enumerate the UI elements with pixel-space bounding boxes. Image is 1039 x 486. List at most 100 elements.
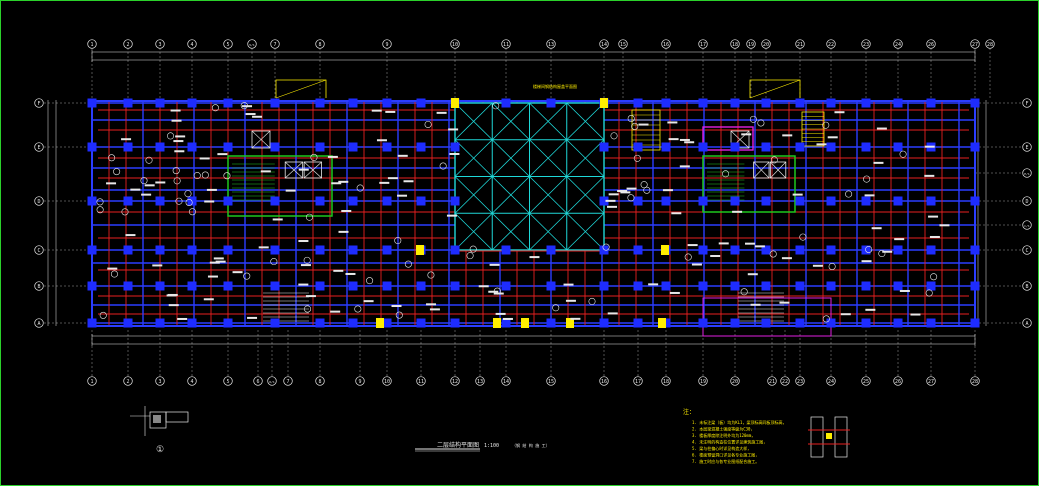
axis-label-bottom: 22 — [782, 379, 788, 385]
beam-number-bubble — [140, 177, 148, 185]
section-mark-icon — [275, 79, 327, 98]
beam-mark — [203, 298, 214, 301]
column-icon — [87, 281, 97, 291]
column-icon — [546, 281, 556, 291]
axis-label-bottom: 6/1 — [269, 380, 275, 384]
column-icon — [926, 196, 936, 206]
axis-bubble-icon — [34, 196, 44, 206]
beam-mark — [710, 255, 721, 258]
beam-number-bubble — [878, 250, 886, 258]
column-icon — [315, 142, 325, 152]
column-icon — [970, 281, 980, 291]
beam-mark — [687, 244, 698, 247]
beam-mark — [391, 305, 402, 308]
column-icon — [123, 281, 133, 291]
beam-mark — [258, 246, 269, 249]
beam-number-bubble — [99, 311, 107, 319]
column-icon — [698, 98, 708, 108]
column-icon — [270, 281, 280, 291]
beam-mark — [882, 250, 893, 253]
axis-label-bottom: 17 — [635, 379, 641, 385]
beam-mark — [648, 283, 659, 286]
axis-label-top: 10 — [452, 42, 458, 48]
axis-label-top: 2 — [126, 42, 129, 48]
column-marker — [451, 98, 459, 108]
axis-bubble-icon — [893, 39, 903, 49]
beam-number-bubble — [492, 102, 500, 110]
column-icon — [223, 245, 233, 255]
beam-mark — [620, 191, 631, 194]
beam-mark — [899, 289, 910, 292]
column-icon — [970, 245, 980, 255]
beam-mark — [106, 182, 117, 185]
beam-number-bubble — [627, 115, 635, 123]
brace — [454, 139, 493, 177]
axis-label-bottom: 20 — [732, 379, 738, 385]
beam-mark — [130, 188, 141, 191]
beam-number-bubble — [427, 271, 435, 279]
column-icon — [348, 318, 358, 328]
column-icon — [861, 245, 871, 255]
column-icon — [187, 142, 197, 152]
axis-label-top: 5/1 — [249, 43, 255, 47]
axis-bubble-icon — [223, 376, 233, 386]
beam-mark — [570, 317, 581, 320]
beam-mark — [397, 194, 408, 197]
axis-label-bottom: 27 — [928, 379, 934, 385]
column-icon — [223, 98, 233, 108]
axis-bubble-icon — [34, 245, 44, 255]
beam-number-bubble — [493, 287, 501, 295]
axis-label-bottom: 24 — [828, 379, 834, 385]
beam-number-bubble — [145, 156, 153, 164]
beam-mark — [605, 199, 616, 202]
beam-mark — [144, 184, 155, 187]
beam-mark — [397, 154, 408, 157]
beam-mark — [607, 205, 618, 208]
beam-number-bubble — [193, 172, 201, 180]
column-icon — [187, 245, 197, 255]
beam-mark — [489, 263, 500, 266]
beam-mark — [436, 111, 447, 114]
column-icon — [698, 245, 708, 255]
beam-mark — [125, 234, 136, 237]
column-icon — [416, 142, 426, 152]
beam-mark — [215, 260, 226, 263]
beam-mark — [495, 312, 506, 315]
beam-mark — [448, 128, 459, 131]
axis-label-top: 27 — [972, 42, 978, 48]
beam-mark — [871, 227, 882, 230]
column-icon — [450, 196, 460, 206]
column-icon — [730, 142, 740, 152]
beam-mark — [812, 264, 823, 267]
beam-mark — [168, 304, 179, 307]
column-icon — [826, 98, 836, 108]
axis-bubble-icon — [355, 376, 365, 386]
beam-number-bubble — [770, 156, 778, 164]
axis-bubble-icon — [926, 376, 936, 386]
detail-section: ① — [130, 406, 189, 455]
beam-mark — [345, 272, 356, 275]
axis-bubble-icon — [780, 376, 790, 386]
column-icon — [861, 98, 871, 108]
axis-bubble-icon — [746, 39, 756, 49]
beam-number-bubble — [404, 260, 412, 268]
columns — [87, 98, 980, 328]
column-icon — [155, 196, 165, 206]
detail-mark: ① — [156, 445, 164, 455]
column-icon — [761, 142, 771, 152]
beam-number-bubble — [424, 120, 432, 128]
axis-label-left: A — [37, 321, 40, 327]
beam-mark — [170, 109, 181, 112]
beam-mark — [298, 240, 309, 243]
column-icon — [270, 142, 280, 152]
beam-mark — [285, 189, 296, 192]
beam-mark — [754, 245, 765, 248]
axis-bubble-icon — [247, 39, 257, 49]
beam-number-bubble — [243, 272, 251, 280]
beam-mark — [376, 139, 387, 142]
axis-bubble-icon — [315, 39, 325, 49]
axis-label-top: 4 — [190, 42, 193, 48]
section-mark-icon — [749, 79, 801, 98]
beam-mark — [873, 161, 884, 164]
